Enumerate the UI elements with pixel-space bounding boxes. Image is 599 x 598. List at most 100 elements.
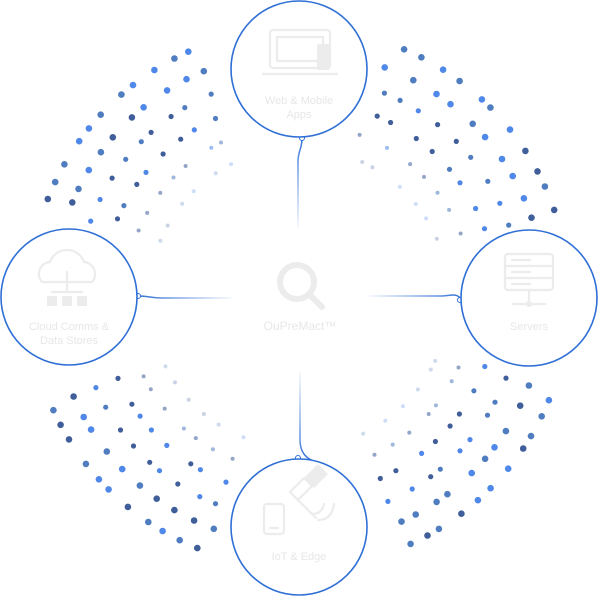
decor-dot (506, 126, 514, 133)
decor-dot (57, 421, 64, 429)
decor-dot (173, 380, 177, 385)
decor-dot (197, 494, 203, 500)
decor-dot (158, 238, 163, 243)
decor-dot (426, 412, 431, 416)
decor-dot (65, 436, 73, 443)
decor-dot (503, 375, 509, 381)
decor-dot (435, 122, 441, 128)
decor-dot (407, 430, 412, 435)
laptop-icon (261, 28, 339, 76)
decor-dot (492, 399, 498, 405)
decor-dot (88, 218, 94, 224)
decor-dot (134, 181, 140, 187)
decor-dot (534, 168, 541, 175)
decor-dot (188, 461, 194, 467)
center-label: OuPreMact™ (264, 319, 337, 333)
decor-dot (390, 442, 395, 447)
cloud-network-icon (37, 248, 97, 306)
decor-dot (95, 476, 103, 483)
decor-dot (487, 484, 494, 492)
decor-dot (413, 135, 419, 142)
decor-dot (137, 413, 143, 419)
decor-dot (360, 160, 365, 164)
connector-top (297, 135, 305, 228)
decor-dot (383, 418, 388, 423)
decor-dot (409, 486, 415, 492)
decor-dot (361, 431, 366, 436)
decor-dot (114, 216, 121, 222)
decor-dot (468, 469, 476, 477)
decor-dot (497, 200, 503, 206)
decor-dot (397, 97, 403, 103)
decor-dot (163, 364, 168, 369)
decor-dot (381, 90, 387, 96)
decor-dot (165, 223, 170, 228)
decor-dot (191, 127, 197, 133)
decor-dot (145, 518, 152, 526)
decor-dot (397, 184, 402, 189)
decor-dot (241, 435, 246, 440)
decor-dot (538, 413, 545, 420)
decor-dot (372, 452, 377, 457)
decor-dot (136, 482, 144, 489)
decor-dot (467, 437, 473, 443)
decor-dot (82, 460, 90, 468)
decor-dot (428, 474, 434, 480)
node-web-mobile-apps[interactable]: Web & Mobile Apps (230, 0, 368, 138)
decor-dot (229, 162, 234, 167)
decor-dot (393, 468, 399, 474)
decor-dot (527, 432, 535, 440)
decor-dot (422, 174, 426, 179)
decor-dot (435, 525, 443, 533)
decor-dot (151, 66, 158, 74)
decor-dot (519, 445, 527, 452)
decor-dot (545, 396, 553, 404)
decor-dot (209, 145, 214, 150)
decor-dot (118, 465, 126, 473)
decor-dot (80, 413, 87, 421)
node-iot-edge[interactable]: IoT & Edge (230, 458, 368, 596)
decor-dot (160, 151, 166, 157)
node-servers[interactable]: Servers (460, 229, 598, 367)
decor-dot (471, 388, 477, 394)
decor-dot (140, 104, 147, 111)
decor-dot (183, 75, 190, 83)
decor-dot (51, 178, 59, 186)
decor-dot (180, 201, 185, 206)
decor-dot (357, 132, 362, 137)
decor-dot (453, 138, 459, 144)
decor-dot (506, 222, 512, 228)
node-cloud-comms-data-stores[interactable]: Cloud Comms & Data Stores (0, 228, 138, 366)
decor-dot (168, 113, 174, 120)
decor-dot (437, 466, 443, 472)
iot-satellite-icon (262, 464, 336, 536)
decor-dot (377, 475, 383, 482)
decor-dot (129, 401, 135, 407)
decor-dot (457, 448, 463, 454)
decor-dot (148, 427, 154, 433)
decor-dot (148, 387, 153, 392)
decor-dot (87, 426, 95, 433)
decor-dot (44, 195, 52, 203)
decor-dot (456, 365, 461, 370)
decor-dot (456, 77, 463, 85)
node-label-line1: Servers (510, 321, 548, 333)
decor-dot (208, 91, 214, 97)
decor-dot (487, 104, 494, 111)
decor-dot (400, 46, 408, 53)
decor-dot (109, 134, 117, 141)
node-label-line1: Web & Mobile (265, 95, 333, 107)
decor-dot (147, 459, 153, 465)
decor-dot (468, 154, 474, 160)
decor-dot (200, 67, 208, 75)
decor-dot (447, 207, 452, 212)
decor-dot (444, 490, 451, 498)
decor-dot (148, 129, 154, 135)
decor-dot (415, 108, 421, 114)
decor-dot (385, 145, 389, 150)
decor-dot (93, 385, 99, 391)
decor-dot (124, 503, 132, 511)
decor-dot (509, 172, 516, 180)
decor-dot (428, 367, 433, 372)
decor-dot (432, 438, 438, 445)
